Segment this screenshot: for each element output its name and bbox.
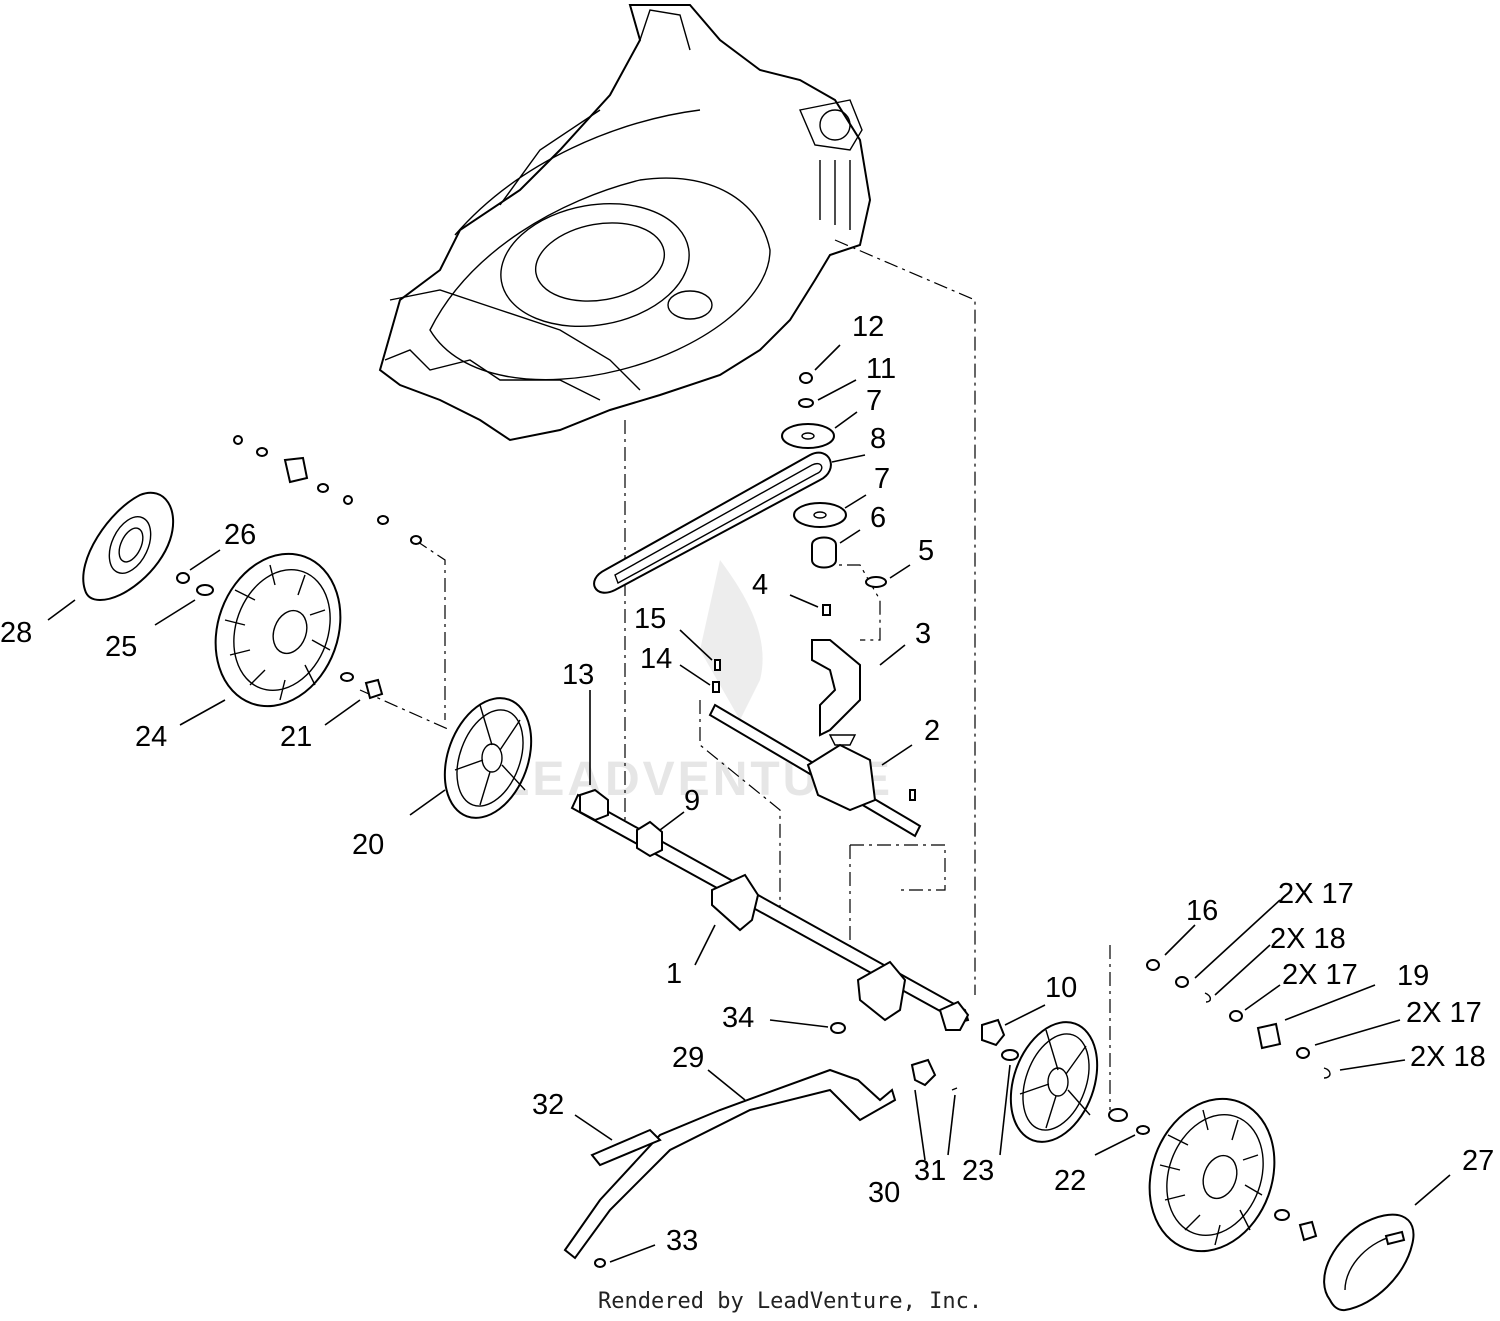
left-hubcap	[82, 491, 175, 602]
right-drive-parts	[1146, 959, 1331, 1079]
callout-5: 5	[918, 535, 934, 567]
callout-26: 26	[224, 519, 256, 551]
credit-line: Rendered by LeadVenture, Inc.	[598, 1289, 982, 1314]
callout-2x17-a: 2X 17	[1278, 878, 1354, 910]
callout-11: 9	[684, 785, 700, 817]
callout-34: 34	[722, 1002, 754, 1034]
left-drive-parts	[233, 435, 422, 545]
callout-1: 1	[666, 958, 682, 990]
callout-13: 13	[562, 659, 594, 691]
callout-14: 14	[640, 643, 672, 675]
callout-4: 4	[752, 569, 768, 601]
callout-33: 33	[666, 1225, 698, 1257]
callout-25: 25	[105, 631, 137, 663]
left-rear-wheel	[176, 552, 384, 708]
right-front-wheel	[1009, 1021, 1099, 1143]
callout-2: 2	[924, 715, 940, 747]
callout-22: 22	[1054, 1165, 1086, 1197]
callout-31: 31	[914, 1155, 946, 1187]
callout-12: 10	[1045, 972, 1077, 1004]
callout-16: 16	[1186, 895, 1218, 927]
callout-8: 8	[870, 423, 886, 455]
height-lever	[563, 1058, 958, 1268]
callout-24: 24	[135, 721, 167, 753]
callout-3: 3	[915, 618, 931, 650]
callout-7-lower: 7	[874, 463, 890, 495]
callout-19: 19	[1397, 960, 1429, 992]
leader-lines	[47, 344, 1451, 1263]
axle-assembly	[570, 788, 1150, 1135]
callout-2x17-b: 2X 17	[1282, 959, 1358, 991]
callout-28: 28	[0, 617, 32, 649]
transmission-assembly	[708, 639, 922, 838]
callout-2x17-c: 2X 17	[1406, 997, 1482, 1029]
callout-7-upper: 7	[866, 385, 882, 417]
mower-deck	[378, 4, 872, 442]
callout-29: 29	[672, 1042, 704, 1074]
callout-6: 6	[870, 502, 886, 534]
callout-labels: 12 11 7 8 7 6 5 4 3 2 15 14 13 9 1 34 10…	[0, 311, 1494, 1257]
callout-21: 21	[280, 721, 312, 753]
callout-32: 32	[532, 1089, 564, 1121]
right-hubcap	[1323, 1213, 1415, 1312]
callout-10: 12	[852, 311, 884, 343]
right-rear-wheel	[1148, 1097, 1318, 1253]
callout-15: 15	[634, 603, 666, 635]
callout-20: 20	[352, 829, 384, 861]
callout-30: 30	[868, 1177, 900, 1209]
callout-9: 11	[866, 353, 896, 385]
callout-27: 27	[1462, 1145, 1494, 1177]
belt-assembly	[593, 372, 887, 616]
callout-2x18-a: 2X 18	[1270, 923, 1346, 955]
callout-2x18-b: 2X 18	[1410, 1041, 1486, 1073]
left-front-wheel	[443, 697, 533, 819]
callout-23: 23	[962, 1155, 994, 1187]
